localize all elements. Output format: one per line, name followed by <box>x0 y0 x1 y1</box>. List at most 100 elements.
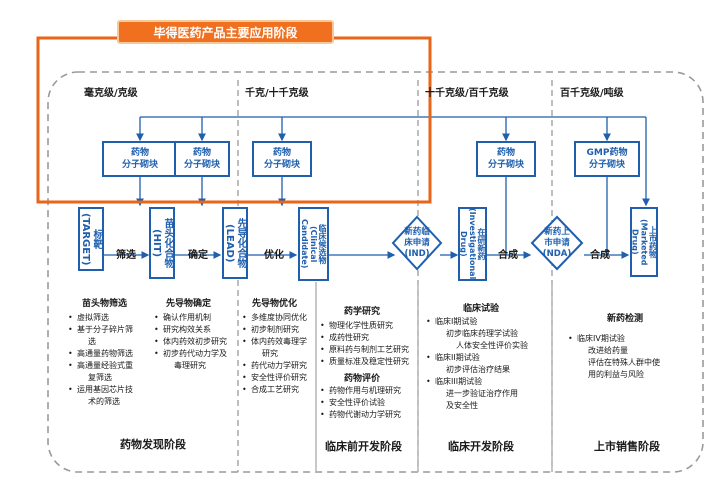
list-item: 用的利益与风险 <box>588 370 644 379</box>
investigational-box: 在研新药(Investigational Drug) <box>458 207 487 281</box>
arrow-label-confirm: 确定 <box>188 250 208 261</box>
col-title-clinical: 临床试验 <box>463 304 500 314</box>
list-item: 改进给药量 <box>588 346 628 355</box>
module-line: GMP药物 <box>586 148 628 158</box>
list-item: 虚拟筛选 <box>68 312 152 324</box>
list-lead-confirm: 确认作用机制研究构效关系体内药效初步研究初步药代动力学及毒理研究 <box>154 312 242 372</box>
list-item: 原料药与制剂工艺研究 <box>320 344 420 356</box>
module-line: 分子砌块 <box>121 160 158 170</box>
list-item: 复筛选 <box>88 373 112 382</box>
list-item: 毒理研究 <box>174 361 206 370</box>
highlight-border <box>36 36 432 204</box>
list-item: 人体安全性评价实验 <box>456 341 528 350</box>
lead-label: 先导化合物(LEAD) <box>224 218 246 268</box>
list-clinical: 临床I期试验初步临床药理学试验人体安全性评价实验临床II期试验初步评估治疗结果临… <box>426 316 550 412</box>
list-item: 药代动力学研究 <box>242 360 318 372</box>
list-item: 及安全性 <box>446 401 478 410</box>
list-item: 初步药代动力学及 <box>154 348 242 360</box>
arrow-label-synth-2: 合成 <box>590 250 610 261</box>
list-item: 初步临床药理学试验 <box>446 329 518 338</box>
col-title-monitor: 新药检测 <box>607 314 644 324</box>
list-item: 临床I期试验 <box>426 316 550 328</box>
candidate-label: 临床候选物(Clinical Candidate) <box>300 219 327 269</box>
investigational-label: 在研新药(Investigational Drug) <box>459 208 486 280</box>
col-title-drug-eval: 药物评价 <box>344 374 381 384</box>
target-label: 标靶(TARGET) <box>80 212 102 266</box>
ind-line: 床申请 <box>404 238 430 248</box>
nda-line: (NDA) <box>542 249 572 259</box>
list-pharma: 物理化学性质研究成药性研究原料药与制剂工艺研究质量标准及稳定性研究 <box>320 320 420 368</box>
list-item: 药物代谢动力学研究 <box>320 409 420 421</box>
list-item: 安全性评价试验 <box>320 397 420 409</box>
list-item: 多维度协同优化 <box>242 312 318 324</box>
list-hit-screening: 虚拟筛选基于分子碎片筛选高通量药物筛选高通量经验式重复筛选运用基因芯片技术的筛选 <box>68 312 152 408</box>
list-item: 体内药效初步研究 <box>154 336 242 348</box>
building-block-module-4: 药物 分子砌块 <box>476 141 536 177</box>
arrow-label-synth-1: 合成 <box>498 250 518 261</box>
list-item: 研究构效关系 <box>154 324 242 336</box>
list-item: 合成工艺研究 <box>242 384 318 396</box>
ind-diamond <box>391 215 443 271</box>
col-title-lead-confirm: 先导物确定 <box>166 299 212 309</box>
stage-discovery: 药物发现阶段 <box>120 438 186 451</box>
building-block-module-gmp: GMP药物 分子砌块 <box>574 141 640 177</box>
stage-clinical: 临床开发阶段 <box>448 440 514 453</box>
module-line: 药物 <box>130 148 149 158</box>
col-title-lead-opt: 先导物优化 <box>252 299 298 309</box>
scale-label-kg: 千克/十千克级 <box>245 88 309 99</box>
list-item: 术的筛选 <box>88 397 120 406</box>
hit-label: 苗头化合物(HIT) <box>151 218 173 268</box>
module-line: 药物 <box>192 148 211 158</box>
scale-label-ton: 百千克级/吨级 <box>560 88 624 99</box>
module-line: 分子砌块 <box>263 160 300 170</box>
list-item: 临床IV期试验 <box>568 333 692 345</box>
module-line: 药物 <box>496 148 515 158</box>
candidate-box: 临床候选物(Clinical Candidate) <box>298 207 329 281</box>
stage-preclinical: 临床前开发阶段 <box>325 440 402 453</box>
ind-text: 新药临 床申请 (IND) <box>395 227 439 260</box>
list-item: 药物作用与机理研究 <box>320 385 420 397</box>
nda-text: 新药上 市申请 (NDA) <box>535 227 579 260</box>
arrow-label-screen: 筛选 <box>116 250 136 261</box>
outer-dashed-frame <box>47 71 704 473</box>
nda-line: 市申请 <box>544 238 570 248</box>
list-item: 评估在特殊人群中使 <box>588 358 660 367</box>
list-item: 初步制剂研究 <box>242 324 318 336</box>
col-title-pharma: 药学研究 <box>344 307 381 317</box>
scale-label-mg: 毫克级/克级 <box>84 88 138 99</box>
module-line: 分子砌块 <box>183 160 220 170</box>
nda-diamond <box>530 215 584 271</box>
hit-box: 苗头化合物(HIT) <box>149 207 175 279</box>
list-item: 高通量经验式重 <box>68 360 152 372</box>
list-item: 安全性评价研究 <box>242 372 318 384</box>
col-title-hit-screening: 苗头物筛选 <box>82 299 128 309</box>
ind-line: (IND) <box>404 249 430 259</box>
list-item: 临床II期试验 <box>426 352 550 364</box>
arrow-label-optimize: 优化 <box>264 250 284 261</box>
marketed-box: 上市药物(Marketed Drug) <box>630 207 658 277</box>
list-item: 选 <box>88 337 96 346</box>
stage-market: 上市销售阶段 <box>594 440 660 453</box>
module-line: 分子砌块 <box>588 160 625 170</box>
list-item: 物理化学性质研究 <box>320 320 420 332</box>
list-item: 进一步验证治疗作用 <box>446 389 518 398</box>
list-item: 体内药效毒理学 <box>242 336 318 348</box>
list-item: 成药性研究 <box>320 332 420 344</box>
list-item: 临床III期试验 <box>426 376 550 388</box>
list-item: 运用基因芯片技 <box>68 384 152 396</box>
list-drug-eval: 药物作用与机理研究安全性评价试验药物代谢动力学研究 <box>320 385 420 421</box>
scale-label-10kg: 十千克级/百千克级 <box>425 88 509 99</box>
banner-title: 毕得医药产品主要应用阶段 <box>117 20 334 44</box>
module-line: 分子砌块 <box>487 160 524 170</box>
building-block-module-1: 药物 分子砌块 <box>102 141 178 177</box>
list-item: 初步评估治疗结果 <box>446 365 510 374</box>
list-item: 研究 <box>262 349 278 358</box>
module-line: 药物 <box>272 148 291 158</box>
lead-box: 先导化合物(LEAD) <box>222 207 248 279</box>
list-lead-opt: 多维度协同优化初步制剂研究体内药效毒理学研究药代动力学研究安全性评价研究合成工艺… <box>242 312 318 396</box>
list-item: 基于分子碎片筛 <box>68 324 152 336</box>
ind-line: 新药临 <box>404 227 430 237</box>
target-box: 标靶(TARGET) <box>78 207 104 271</box>
